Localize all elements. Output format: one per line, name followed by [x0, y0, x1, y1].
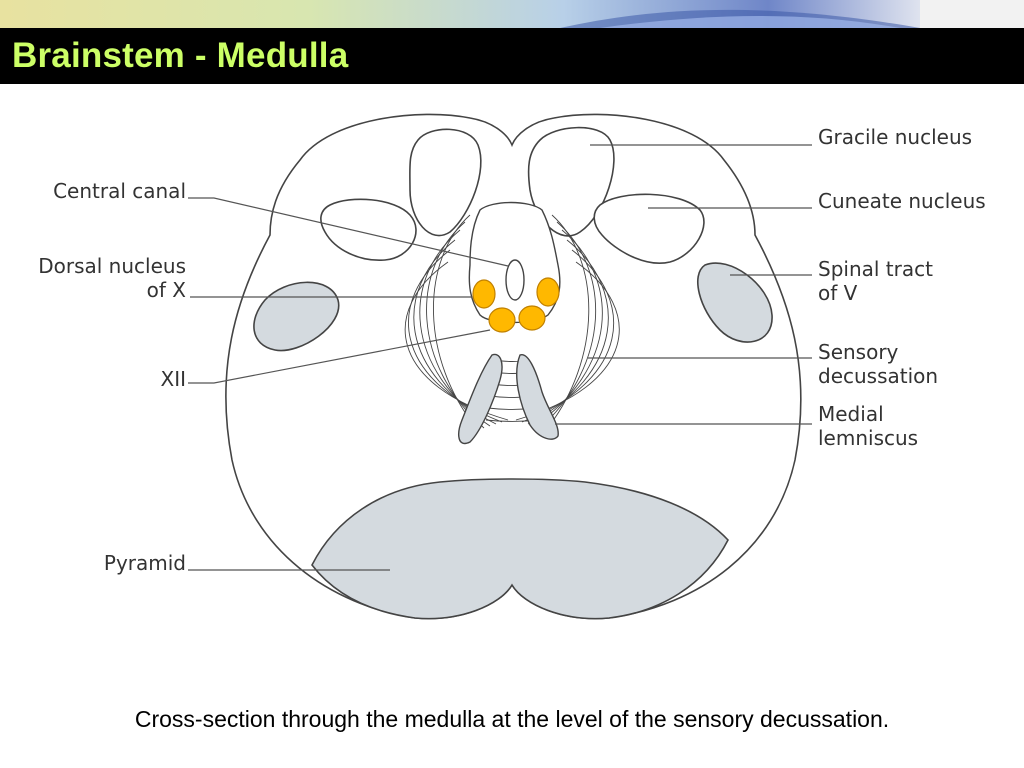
cuneate-nucleus-right	[593, 193, 705, 264]
cuneate-nucleus-left	[320, 198, 417, 261]
hypoglossal-nucleus-right	[518, 305, 546, 331]
medial-lemniscus-right	[516, 354, 559, 440]
label-cuneate-nucleus: Cuneate nucleus	[818, 189, 986, 213]
dorsal-nucleus-x-left	[472, 279, 496, 309]
medulla-cross-section-diagram: Gracile nucleus Cuneate nucleus Spinal t…	[38, 113, 986, 620]
label-spinal-tract-v-line1: Spinal tract	[818, 257, 933, 281]
sensory-decussation-fibers	[404, 214, 620, 431]
spinal-tract-v-right	[697, 262, 773, 343]
slide-title: Brainstem - Medulla	[12, 36, 349, 75]
pyramid-region	[311, 478, 729, 620]
hypoglossal-nucleus-left	[488, 307, 516, 333]
leader-lines	[188, 144, 812, 571]
label-sensory-decussation-line2: decussation	[818, 364, 938, 388]
label-pyramid: Pyramid	[104, 551, 186, 575]
top-banner-decoration	[0, 0, 1024, 28]
label-xii: XII	[161, 367, 187, 391]
label-spinal-tract-v-line2: of V	[818, 281, 858, 305]
slide-caption: Cross-section through the medulla at the…	[134, 706, 890, 732]
label-medial-lemniscus-line1: Medial	[818, 402, 884, 426]
central-canal-shape	[505, 259, 525, 301]
spinal-tract-v-left	[253, 281, 340, 352]
label-medial-lemniscus-line2: lemniscus	[818, 426, 918, 450]
label-gracile-nucleus: Gracile nucleus	[818, 125, 972, 149]
medial-lemniscus-left	[458, 353, 503, 445]
gracile-nucleus-left	[409, 128, 482, 237]
label-sensory-decussation-line1: Sensory	[818, 340, 899, 364]
gracile-nucleus-right	[527, 126, 615, 237]
label-dorsal-nucleus-x-line2: of X	[147, 278, 187, 302]
title-bar	[0, 28, 1024, 84]
label-central-canal: Central canal	[53, 179, 186, 203]
label-dorsal-nucleus-x-line1: Dorsal nucleus	[38, 254, 186, 278]
dorsal-nucleus-x-right	[536, 277, 560, 307]
